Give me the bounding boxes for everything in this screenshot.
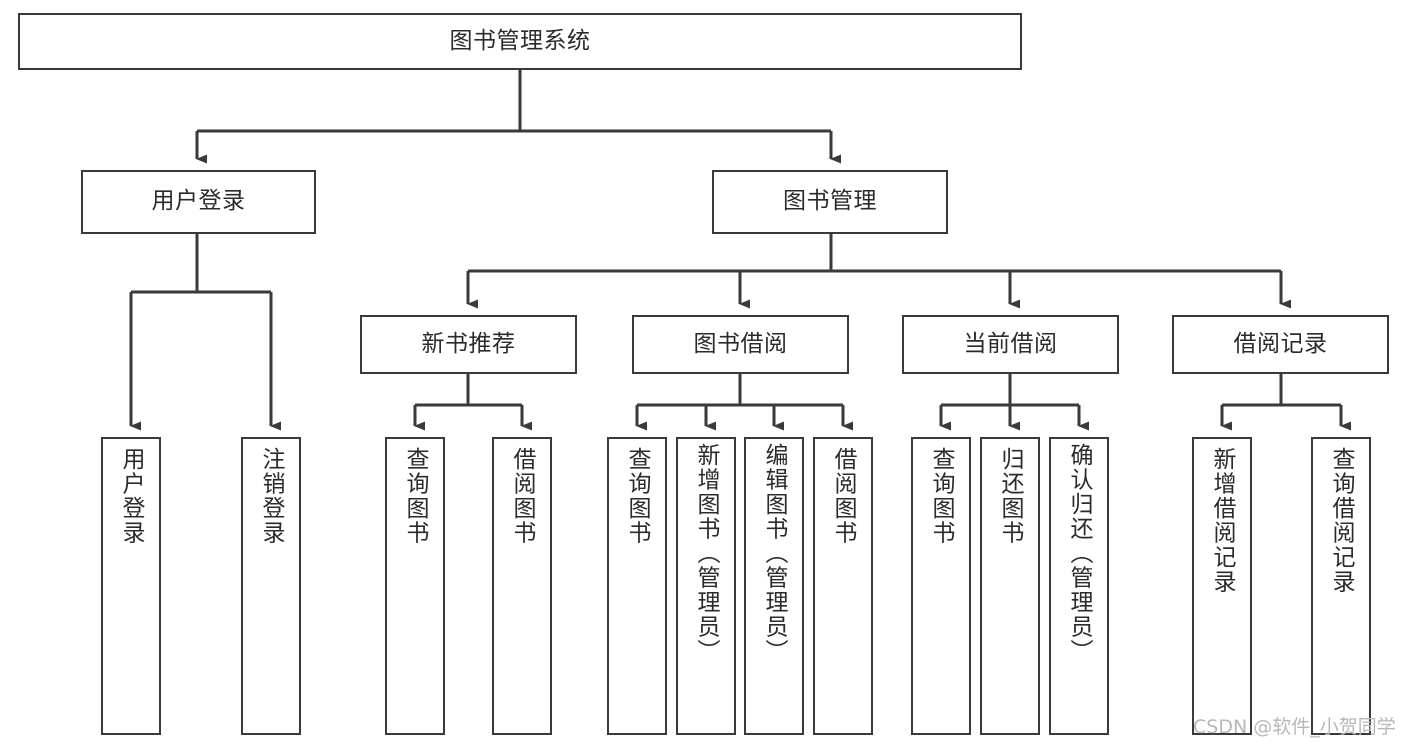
- node-label: 图书管理: [783, 188, 877, 215]
- node-label: 借阅图书: [509, 447, 536, 545]
- node-label: 图书管理系统: [449, 27, 591, 54]
- leaf-node-query-borrow-record[interactable]: 查询借阅记录: [1311, 437, 1371, 735]
- node-label: 确认归还（管理员）: [1066, 443, 1093, 664]
- node-user-login[interactable]: 用户登录: [81, 170, 316, 234]
- node-label: 新书推荐: [421, 330, 516, 357]
- node-label: 注销登录: [258, 447, 285, 545]
- node-label: 查询图书: [624, 447, 651, 545]
- leaf-node-query-book-recommend[interactable]: 查询图书: [385, 437, 445, 735]
- leaf-node-return-book[interactable]: 归还图书: [980, 437, 1040, 735]
- leaf-node-add-book[interactable]: 新增图书（管理员）: [676, 437, 736, 735]
- leaf-node-borrow-book-recommend[interactable]: 借阅图书: [492, 437, 552, 735]
- leaf-node-query-book-current[interactable]: 查询图书: [911, 437, 971, 735]
- leaf-node-query-book-borrow[interactable]: 查询图书: [607, 437, 667, 735]
- leaf-node-logout[interactable]: 注销登录: [241, 437, 301, 735]
- node-label: 用户登录: [151, 188, 246, 215]
- node-label: 查询图书: [928, 447, 955, 545]
- leaf-node-user-login[interactable]: 用户登录: [101, 437, 161, 735]
- node-current-borrow[interactable]: 当前借阅: [902, 315, 1119, 374]
- node-label: 借阅图书: [830, 447, 857, 545]
- leaf-node-edit-book[interactable]: 编辑图书（管理员）: [744, 437, 804, 735]
- csdn-watermark: CSDN @软件_小贺同学: [1193, 716, 1396, 738]
- node-label: 归还图书: [997, 447, 1024, 545]
- node-label: 借阅记录: [1233, 330, 1328, 357]
- node-label: 新增借阅记录: [1209, 447, 1236, 594]
- node-book-borrow[interactable]: 图书借阅: [632, 315, 849, 374]
- node-label: 编辑图书（管理员）: [761, 443, 788, 664]
- node-label: 当前借阅: [963, 330, 1058, 357]
- node-borrow-record[interactable]: 借阅记录: [1172, 315, 1389, 374]
- node-label: 查询借阅记录: [1328, 447, 1355, 594]
- node-book-management[interactable]: 图书管理: [712, 170, 948, 234]
- node-book-management-system[interactable]: 图书管理系统: [18, 13, 1022, 70]
- node-label: 图书借阅: [693, 330, 788, 357]
- node-label: 新增图书（管理员）: [693, 443, 720, 664]
- node-label: 用户登录: [118, 447, 145, 545]
- node-new-book-recommend[interactable]: 新书推荐: [360, 315, 577, 374]
- node-label: 查询图书: [402, 447, 429, 545]
- leaf-node-confirm-return[interactable]: 确认归还（管理员）: [1049, 437, 1109, 735]
- leaf-node-borrow-book[interactable]: 借阅图书: [813, 437, 873, 735]
- leaf-node-add-borrow-record[interactable]: 新增借阅记录: [1192, 437, 1252, 735]
